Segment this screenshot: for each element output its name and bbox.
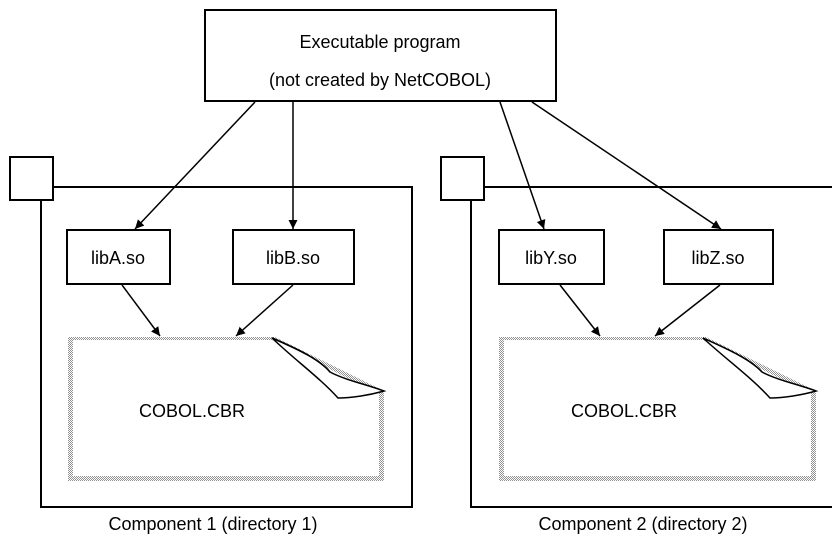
arrows	[121, 101, 722, 337]
component-2-caption: Component 2 (directory 2)	[538, 514, 747, 534]
liby-label: libY.so	[525, 248, 577, 268]
arrow-exe-to-liba	[134, 101, 256, 230]
arrow-exe-to-libz	[531, 101, 722, 230]
executable-subtitle: (not created by NetCOBOL)	[269, 70, 491, 90]
arrow-liba-to-cbr	[121, 284, 161, 337]
component-2: libY.so libZ.so COBOL.CBR Component 2 (d…	[440, 156, 832, 534]
liba-label: libA.so	[91, 248, 145, 268]
liby-box	[498, 229, 605, 285]
component-1-tab	[9, 156, 54, 201]
component-1: libA.so libB.so COBOL.CBR Component 1 (d…	[9, 156, 413, 534]
liba-box	[66, 229, 171, 285]
arrow-libz-to-cbr	[654, 284, 721, 337]
cobol-cbr-label-1: COBOL.CBR	[139, 401, 245, 421]
arrow-libb-to-cbr	[235, 284, 294, 337]
cobol-cbr-label-2: COBOL.CBR	[571, 401, 677, 421]
libb-label: libB.so	[266, 248, 320, 268]
libb-box	[232, 229, 355, 285]
component-2-tab	[440, 156, 485, 201]
libz-box	[663, 229, 774, 285]
libz-label: libZ.so	[691, 248, 744, 268]
component-1-caption: Component 1 (directory 1)	[108, 514, 317, 534]
executable-program-box: Executable program (not created by NetCO…	[204, 9, 557, 102]
arrow-liby-to-cbr	[559, 284, 601, 337]
executable-title: Executable program	[299, 32, 460, 52]
cobol-cbr-document-1	[68, 337, 387, 481]
cobol-cbr-document-2	[499, 337, 819, 481]
arrow-exe-to-liby	[499, 101, 546, 230]
